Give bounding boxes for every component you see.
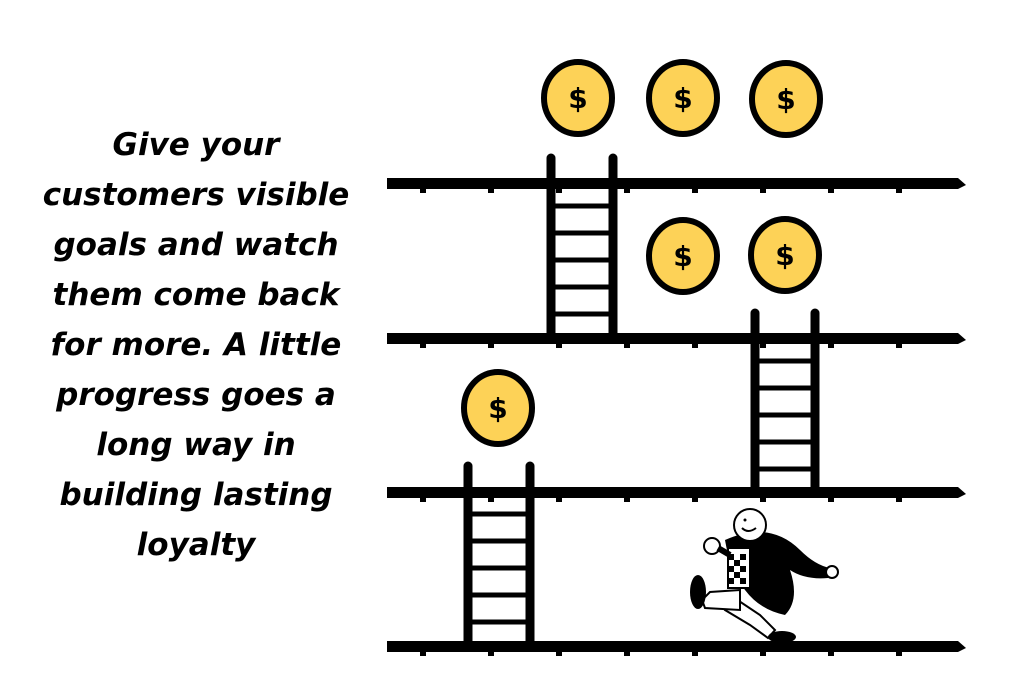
svg-text:$: $	[673, 82, 692, 115]
platform	[387, 333, 966, 348]
svg-text:$: $	[775, 239, 794, 272]
message-line: building lasting	[59, 477, 333, 513]
headline-message: Give your customers visible goals and wa…	[20, 120, 372, 570]
message-line: them come back	[52, 277, 340, 313]
dollar-coin-icon: $	[541, 59, 615, 137]
svg-text:$: $	[673, 240, 692, 273]
platform	[387, 178, 966, 193]
ladder	[546, 153, 618, 343]
dollar-coin-icon: $	[748, 216, 822, 294]
dollar-coin-icon: $	[749, 60, 823, 138]
platform	[387, 641, 966, 656]
message-line: Give your	[112, 127, 280, 163]
message-line: progress goes a	[56, 377, 336, 413]
dollar-coin-icon: $	[461, 369, 535, 447]
ladder	[463, 461, 535, 651]
ladder	[750, 308, 820, 497]
message-line: loyalty	[136, 527, 256, 563]
message-line: for more. A little	[50, 327, 342, 363]
dollar-coin-icon: $	[646, 59, 720, 137]
svg-text:$: $	[488, 392, 507, 425]
dollar-coin-icon: $	[646, 217, 720, 295]
message-line: long way in	[96, 427, 296, 463]
walking-man-illustration	[690, 508, 839, 643]
svg-text:$: $	[776, 83, 795, 116]
platform	[387, 487, 966, 502]
message-line: customers visible	[42, 177, 350, 213]
svg-text:$: $	[568, 82, 587, 115]
message-line: goals and watch	[53, 227, 339, 263]
